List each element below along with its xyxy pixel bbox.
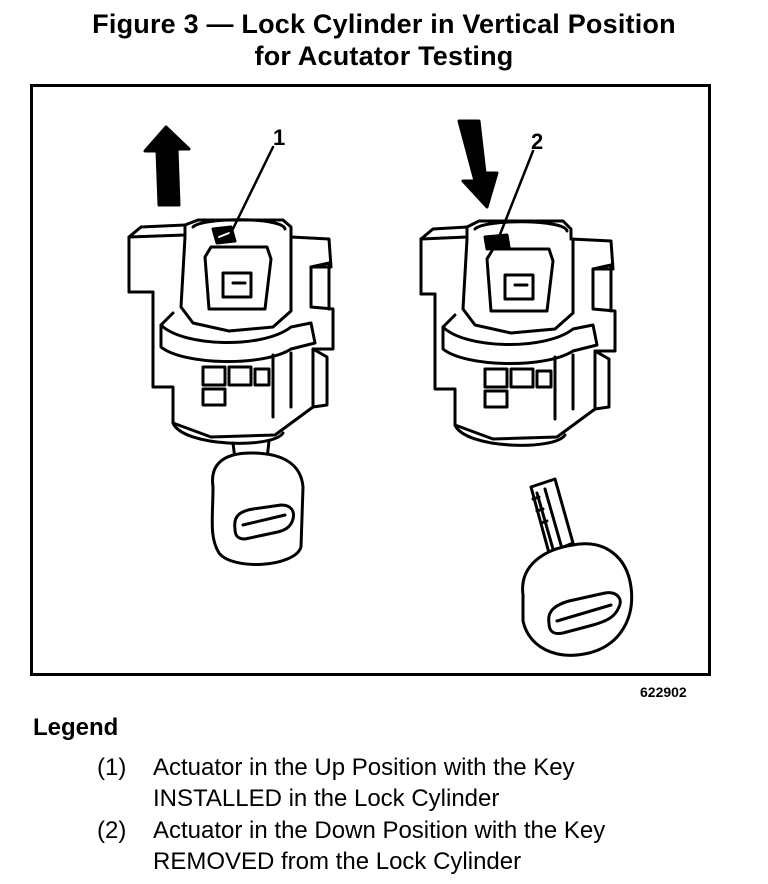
legend-item-number: (2): [97, 817, 127, 844]
figure-title-line1: Figure 3 — Lock Cylinder in Vertical Pos…: [92, 9, 676, 39]
callout-1-label: 1: [273, 125, 285, 150]
callout-1-leader: [227, 145, 275, 239]
callout-2-label: 2: [531, 129, 543, 154]
down-arrow-icon: [457, 119, 499, 209]
lock-cylinder-illustration: 1 2: [127, 119, 634, 657]
up-arrow-icon: [143, 125, 191, 207]
figure-id: 622902: [640, 684, 687, 700]
legend-item-number: (1): [97, 754, 127, 781]
legend-item-line1: Actuator in the Up Position with the Key: [153, 754, 575, 781]
callout-2-leader: [497, 149, 535, 239]
legend-item-line2: INSTALLED in the Lock Cylinder: [153, 785, 500, 812]
legend-item-line1: Actuator in the Down Position with the K…: [153, 817, 606, 844]
figure-title-line2: for Acutator Testing: [254, 41, 514, 71]
legend-item-line2: REMOVED from the Lock Cylinder: [153, 848, 522, 875]
lock-cylinder-right: [419, 119, 634, 657]
legend-title: Legend: [33, 714, 119, 741]
figure-frame: 1 2: [30, 84, 711, 676]
lock-cylinder-left: [127, 125, 335, 566]
